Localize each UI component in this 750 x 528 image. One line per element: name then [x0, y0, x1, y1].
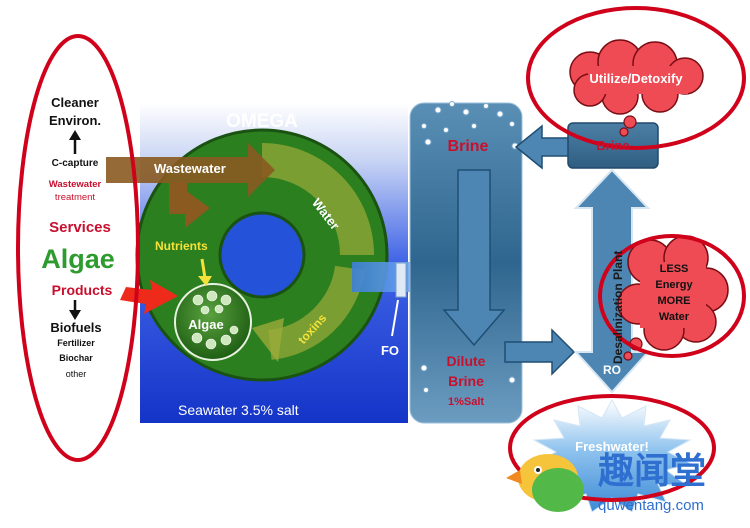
fertilizer-label: Fertilizer	[57, 338, 95, 348]
biochar-label: Biochar	[59, 353, 93, 363]
energy-label: Energy	[655, 279, 693, 291]
dilute-label: Dilute	[446, 353, 486, 369]
nutrients-label: Nutrients	[155, 239, 208, 253]
water-benefit-label: Water	[658, 311, 690, 323]
wastewater-treatment-label-2: treatment	[54, 192, 96, 203]
algae-big-label: Algae	[41, 244, 115, 274]
algae-to-panel-arrow	[120, 280, 178, 314]
desal-plant-label: Desalinization Plant	[611, 250, 625, 364]
wastewater-label: Wastewater	[154, 161, 226, 176]
wastewater-treatment-label-1: Wastewater	[48, 179, 102, 190]
omega-title: OMEGA	[226, 111, 298, 132]
column-bubbles-bottom	[420, 364, 516, 393]
utilize-detoxify-label: Utilize/Detoxify	[589, 71, 683, 86]
fo-membrane	[395, 262, 407, 298]
column-bubbles-top	[421, 101, 519, 150]
utilize-ellipse	[526, 6, 746, 150]
toxins-flow-arc	[267, 265, 365, 360]
up-arrow-head	[69, 130, 81, 140]
dilute-brine-label: Brine	[448, 373, 484, 389]
more-label: MORE	[657, 295, 691, 307]
utilize-cloud-tail-1	[623, 115, 637, 129]
down-arrow-head	[69, 310, 81, 320]
energy-cloud-fill	[640, 262, 706, 328]
watermark-chinese: 趣闻堂	[598, 451, 707, 492]
cleaner-label: Cleaner	[51, 95, 99, 110]
other-label: other	[65, 369, 87, 379]
c-capture-label: C-capture	[51, 158, 99, 169]
omega-ring-hole	[218, 211, 306, 299]
brine-down-arrow	[442, 169, 506, 347]
less-label: LESS	[659, 263, 689, 275]
watermark-bird-icon	[506, 454, 584, 512]
environ-label: Environ.	[48, 113, 102, 128]
seawater-label: Seawater 3.5% salt	[178, 402, 299, 418]
wastewater-bend-head	[185, 190, 210, 228]
ro-label: RO	[603, 363, 621, 377]
fo-pointer	[391, 299, 399, 337]
nutrients-arrow	[200, 258, 207, 279]
water-flow-arc	[261, 143, 374, 256]
services-label: Services	[49, 219, 111, 236]
algae-cells	[191, 290, 239, 350]
utilize-cloud-fill	[588, 66, 688, 94]
energy-cloud-tail-2	[623, 351, 633, 361]
energy-ellipse	[598, 234, 746, 358]
nutrients-arrow-head	[198, 276, 212, 286]
biofuels-label: Biofuels	[50, 320, 102, 335]
freshwater-ellipse	[508, 394, 716, 502]
toxins-arrow-head	[252, 318, 284, 362]
algae-ball-label: Algae	[188, 317, 224, 332]
brine-label: Brine	[447, 138, 489, 155]
wastewater-arrow	[106, 143, 275, 197]
utilize-cloud-tail-2	[619, 127, 629, 137]
salt-label: 1%Salt	[447, 396, 485, 408]
products-label: Products	[51, 282, 113, 298]
watermark-url: quwentang.com	[598, 497, 704, 514]
dilute-to-plant-arrow	[504, 328, 576, 376]
desal-plant-arrow	[573, 168, 651, 394]
plant-to-column-arrow	[514, 124, 571, 170]
fo-label: FO	[380, 343, 400, 358]
freshwater-label: Freshwater!	[575, 439, 649, 454]
left-panel-ellipse	[16, 34, 140, 462]
plant-brine-label: Brine	[596, 138, 630, 153]
